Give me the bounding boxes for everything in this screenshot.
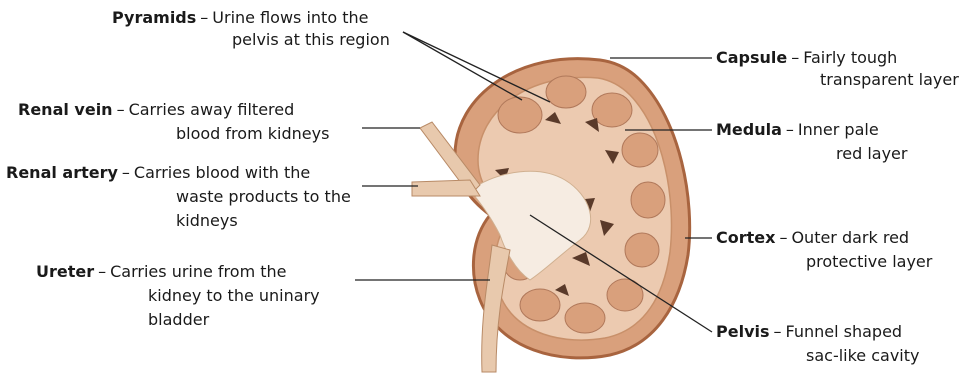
pyramid bbox=[546, 76, 586, 108]
pelvis-desc-1: Funnel shaped bbox=[786, 322, 903, 341]
pyramids-label: Pyramids–Urine flows into the bbox=[112, 8, 368, 28]
pyramid bbox=[592, 93, 632, 127]
renal-vein-dash: – bbox=[117, 100, 125, 119]
pyramids-dash: – bbox=[200, 8, 208, 27]
ureter-dash: – bbox=[98, 262, 106, 281]
medula-desc-2: red layer bbox=[836, 144, 907, 163]
pyramid bbox=[622, 133, 658, 167]
renal-artery-desc-2: waste products to the bbox=[176, 187, 351, 206]
pyramids-desc-2-wrap: pelvis at this region bbox=[232, 30, 390, 50]
pyramid bbox=[631, 182, 665, 218]
renal-artery-desc-2-wrap: waste products to the bbox=[176, 187, 351, 207]
medula-desc-1: Inner pale bbox=[798, 120, 879, 139]
renal-vein-desc-2: blood from kidneys bbox=[176, 124, 329, 143]
renal-vein-term: Renal vein bbox=[18, 100, 113, 119]
ureter-term: Ureter bbox=[36, 262, 94, 281]
renal-artery-vessel bbox=[412, 180, 480, 196]
cortex-label: Cortex–Outer dark red bbox=[716, 228, 909, 248]
capsule-dash: – bbox=[791, 48, 799, 67]
renal-artery-desc-1: Carries blood with the bbox=[134, 163, 310, 182]
pyramids-desc-1: Urine flows into the bbox=[212, 8, 368, 27]
medula-dash: – bbox=[786, 120, 794, 139]
pyramid bbox=[565, 303, 605, 333]
renal-artery-term: Renal artery bbox=[6, 163, 118, 182]
pyramids-term: Pyramids bbox=[112, 8, 196, 27]
pyramids-desc-2: pelvis at this region bbox=[232, 30, 390, 49]
renal-artery-dash: – bbox=[122, 163, 130, 182]
renal-vein-desc-1: Carries away filtered bbox=[129, 100, 295, 119]
ureter-desc-3-wrap: bladder bbox=[148, 310, 209, 330]
pyramid bbox=[498, 97, 542, 133]
ureter-desc-2: kidney to the uninary bbox=[148, 286, 320, 305]
pelvis-term: Pelvis bbox=[716, 322, 770, 341]
capsule-desc-1: Fairly tough bbox=[803, 48, 897, 67]
medula-term: Medula bbox=[716, 120, 782, 139]
renal-artery-desc-3-wrap: kidneys bbox=[176, 211, 238, 231]
renal-vein-label: Renal vein–Carries away filtered bbox=[18, 100, 294, 120]
ureter-desc-3: bladder bbox=[148, 310, 209, 329]
capsule-term: Capsule bbox=[716, 48, 787, 67]
pelvis-dash: – bbox=[774, 322, 782, 341]
pyramids-leader-a bbox=[403, 32, 522, 100]
cortex-desc-2: protective layer bbox=[806, 252, 932, 271]
capsule-desc-2: transparent layer bbox=[820, 70, 959, 89]
medula-desc-2-wrap: red layer bbox=[836, 144, 907, 164]
medula-label: Medula–Inner pale bbox=[716, 120, 879, 140]
pyramid bbox=[520, 289, 560, 321]
pelvis-label: Pelvis–Funnel shaped bbox=[716, 322, 902, 342]
cortex-desc-2-wrap: protective layer bbox=[806, 252, 932, 272]
renal-vein-desc-2-wrap: blood from kidneys bbox=[176, 124, 329, 144]
pyramid bbox=[625, 233, 659, 267]
capsule-desc-2-wrap: transparent layer bbox=[820, 70, 959, 90]
renal-artery-label: Renal artery–Carries blood with the bbox=[6, 163, 310, 183]
pelvis-desc-2-wrap: sac-like cavity bbox=[806, 346, 919, 366]
cortex-dash: – bbox=[779, 228, 787, 247]
cortex-term: Cortex bbox=[716, 228, 775, 247]
ureter-label: Ureter–Carries urine from the bbox=[36, 262, 287, 282]
cortex-desc-1: Outer dark red bbox=[791, 228, 909, 247]
capsule-label: Capsule–Fairly tough bbox=[716, 48, 897, 68]
pelvis-desc-2: sac-like cavity bbox=[806, 346, 919, 365]
ureter-desc-2-wrap: kidney to the uninary bbox=[148, 286, 320, 306]
ureter-desc-1: Carries urine from the bbox=[110, 262, 286, 281]
renal-artery-desc-3: kidneys bbox=[176, 211, 238, 230]
